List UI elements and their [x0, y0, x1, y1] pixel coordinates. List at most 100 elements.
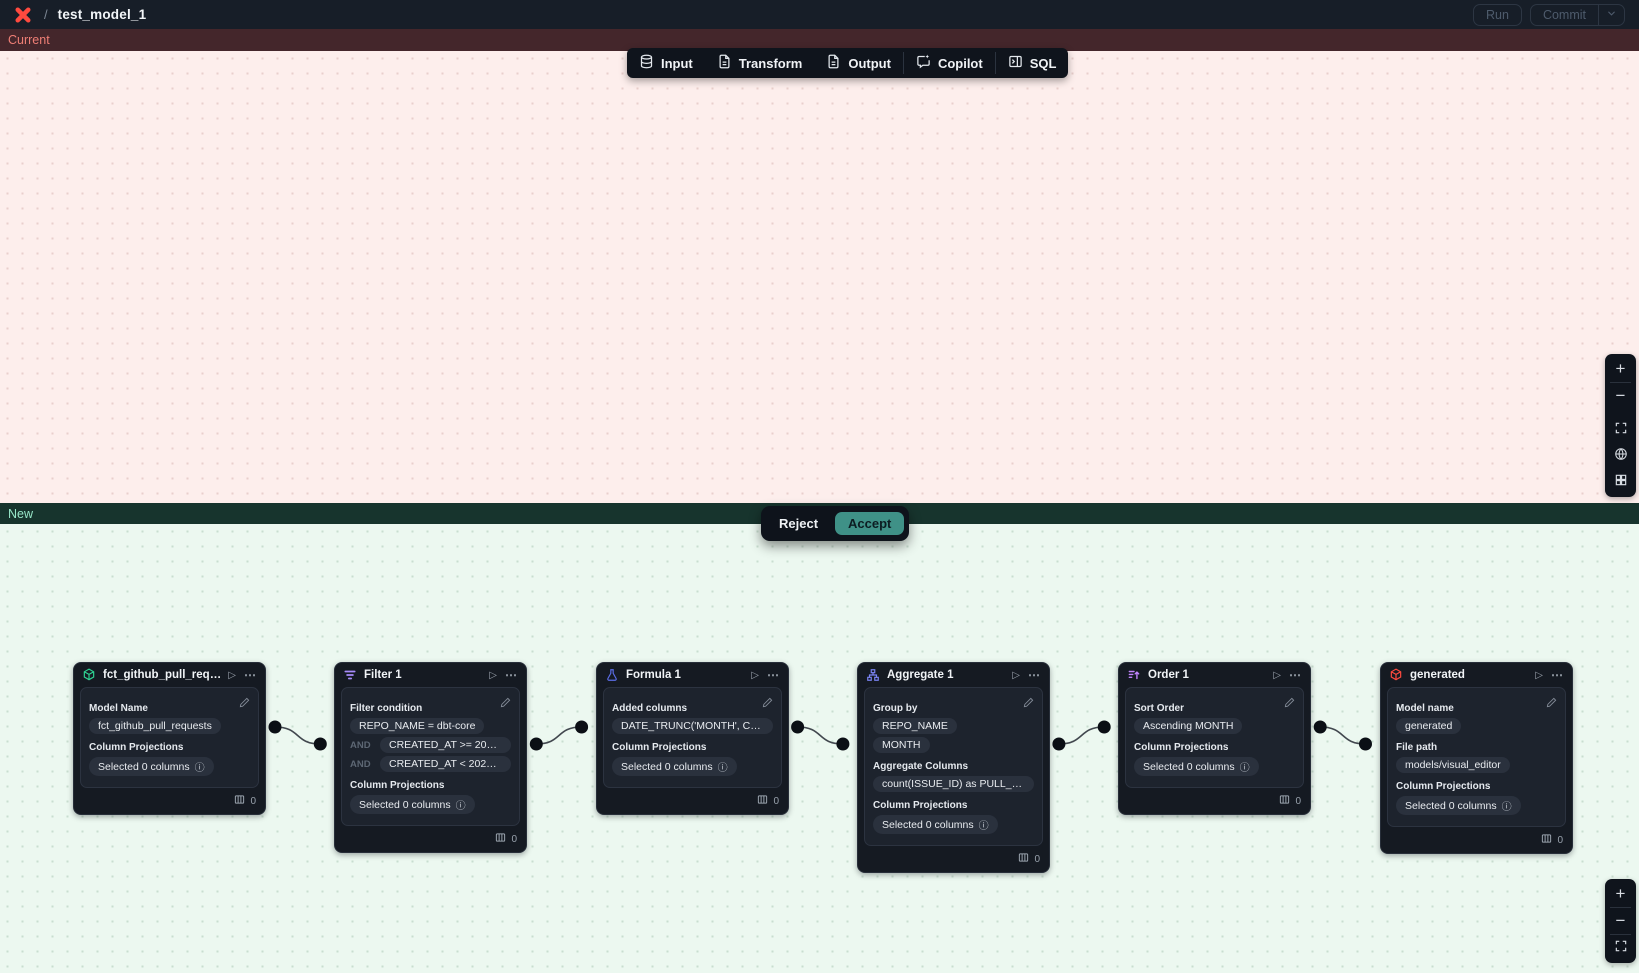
- play-icon[interactable]: ▷: [1273, 669, 1281, 681]
- edit-pencil-icon[interactable]: [762, 695, 773, 713]
- value-pill[interactable]: DATE_TRUNC('MONTH', CREATED_AT…: [612, 718, 773, 734]
- zoom-out-button[interactable]: −: [1605, 383, 1636, 409]
- toolbar-item-copilot[interactable]: Copilot: [904, 48, 995, 78]
- play-icon[interactable]: ▷: [1535, 669, 1543, 681]
- fit-view-button[interactable]: [1605, 417, 1636, 443]
- edit-pencil-icon[interactable]: [1023, 695, 1034, 713]
- node-row-count: 0: [1557, 834, 1563, 846]
- value-row: AND CREATED_AT < 2025-03-01: [350, 756, 511, 772]
- pill-text: generated: [1405, 720, 1453, 732]
- value-pill[interactable]: CREATED_AT >= 2024-12-01: [380, 737, 511, 753]
- value-pill[interactable]: Selected 0 columns ⓘ: [1396, 796, 1521, 815]
- value-row: DATE_TRUNC('MONTH', CREATED_AT…: [612, 718, 773, 734]
- condition-operator: AND: [350, 758, 371, 770]
- zoom-in-button[interactable]: +: [1605, 356, 1636, 382]
- node-title: Order 1: [1148, 669, 1189, 681]
- current-canvas[interactable]: [0, 51, 1639, 503]
- toolbar-item-output[interactable]: Output: [814, 48, 903, 78]
- toolbar-item-input[interactable]: Input: [627, 48, 705, 78]
- pill-text: Selected 0 columns: [1405, 799, 1497, 812]
- value-pill[interactable]: Ascending MONTH: [1134, 718, 1243, 734]
- grid-icon: [1614, 472, 1628, 492]
- node-row-count: 0: [511, 833, 517, 845]
- zoom-in-button[interactable]: +: [1605, 881, 1636, 907]
- node-header[interactable]: fct_github_pull_requests ▷ ⋯: [74, 663, 265, 686]
- node-header[interactable]: Formula 1 ▷ ⋯: [597, 663, 788, 686]
- value-row: count(ISSUE_ID) as PULL_REQUEST_…: [873, 776, 1034, 792]
- database-icon: [639, 54, 654, 72]
- commit-dropdown[interactable]: [1598, 4, 1624, 25]
- toolbar-item-label: SQL: [1029, 55, 1057, 71]
- edit-pencil-icon[interactable]: [1546, 695, 1557, 713]
- more-options-icon[interactable]: ⋯: [505, 668, 518, 682]
- more-options-icon[interactable]: ⋯: [244, 668, 257, 682]
- more-options-icon[interactable]: ⋯: [767, 668, 780, 682]
- value-pill[interactable]: REPO_NAME: [873, 718, 957, 734]
- info-icon[interactable]: ⓘ: [978, 821, 989, 832]
- node-title: Filter 1: [364, 669, 402, 681]
- value-pill[interactable]: generated: [1396, 718, 1462, 734]
- globe-button[interactable]: [1605, 443, 1636, 469]
- current-band: Current: [0, 29, 1639, 51]
- value-pill[interactable]: CREATED_AT < 2025-03-01: [380, 756, 511, 772]
- info-icon[interactable]: ⓘ: [194, 763, 205, 774]
- more-options-icon[interactable]: ⋯: [1028, 668, 1041, 682]
- divider: [1610, 907, 1631, 908]
- node-header[interactable]: Filter 1 ▷ ⋯: [335, 663, 526, 686]
- value-pill[interactable]: fct_github_pull_requests: [89, 718, 221, 734]
- section-label: Column Projections: [873, 800, 968, 811]
- accept-button[interactable]: Accept: [835, 512, 905, 535]
- page-title: test_model_1: [57, 7, 147, 22]
- edit-pencil-icon[interactable]: [500, 695, 511, 713]
- toolbar-item-label: Input: [661, 55, 693, 71]
- toolbar-item-transform[interactable]: Transform: [705, 48, 815, 78]
- node-header[interactable]: generated ▷ ⋯: [1381, 663, 1572, 686]
- more-options-icon[interactable]: ⋯: [1551, 668, 1564, 682]
- value-pill[interactable]: models/visual_editor: [1396, 757, 1510, 773]
- toolbar-separator: [994, 52, 996, 74]
- dbt-logo-icon[interactable]: [14, 6, 32, 24]
- commit-button[interactable]: Commit: [1529, 3, 1625, 26]
- value-pill[interactable]: REPO_NAME = dbt-core: [350, 718, 485, 734]
- edit-pencil-icon[interactable]: [1284, 695, 1295, 713]
- reject-button[interactable]: Reject: [766, 512, 831, 535]
- more-options-icon[interactable]: ⋯: [1289, 668, 1302, 682]
- node-header[interactable]: Order 1 ▷ ⋯: [1119, 663, 1310, 686]
- play-icon[interactable]: ▷: [228, 669, 236, 681]
- fit-view-button[interactable]: [1605, 935, 1636, 961]
- value-pill[interactable]: MONTH: [873, 737, 930, 753]
- zoom-out-button[interactable]: −: [1605, 908, 1636, 934]
- play-icon[interactable]: ▷: [751, 669, 759, 681]
- section-label: Aggregate Columns: [873, 761, 969, 772]
- info-icon[interactable]: ⓘ: [717, 763, 728, 774]
- info-icon[interactable]: ⓘ: [455, 801, 466, 812]
- pipeline-node[interactable]: fct_github_pull_requests ▷ ⋯ Model Namef…: [73, 662, 266, 815]
- pill-text: Ascending MONTH: [1143, 720, 1234, 732]
- run-button[interactable]: Run: [1473, 3, 1522, 26]
- play-icon[interactable]: ▷: [1012, 669, 1020, 681]
- play-icon[interactable]: ▷: [489, 669, 497, 681]
- node-header[interactable]: Aggregate 1 ▷ ⋯: [858, 663, 1049, 686]
- run-button-label: Run: [1486, 7, 1509, 22]
- info-icon[interactable]: ⓘ: [1501, 802, 1512, 813]
- edit-pencil-icon[interactable]: [239, 695, 250, 713]
- toolbar-item-sql[interactable]: SQL: [996, 48, 1069, 78]
- flask-icon: [605, 668, 619, 682]
- grid-layout-button[interactable]: [1605, 469, 1636, 495]
- value-row: Ascending MONTH: [1134, 718, 1295, 734]
- info-icon[interactable]: ⓘ: [1239, 763, 1250, 774]
- value-pill[interactable]: count(ISSUE_ID) as PULL_REQUEST_…: [873, 776, 1034, 792]
- pill-text: REPO_NAME = dbt-core: [359, 720, 476, 732]
